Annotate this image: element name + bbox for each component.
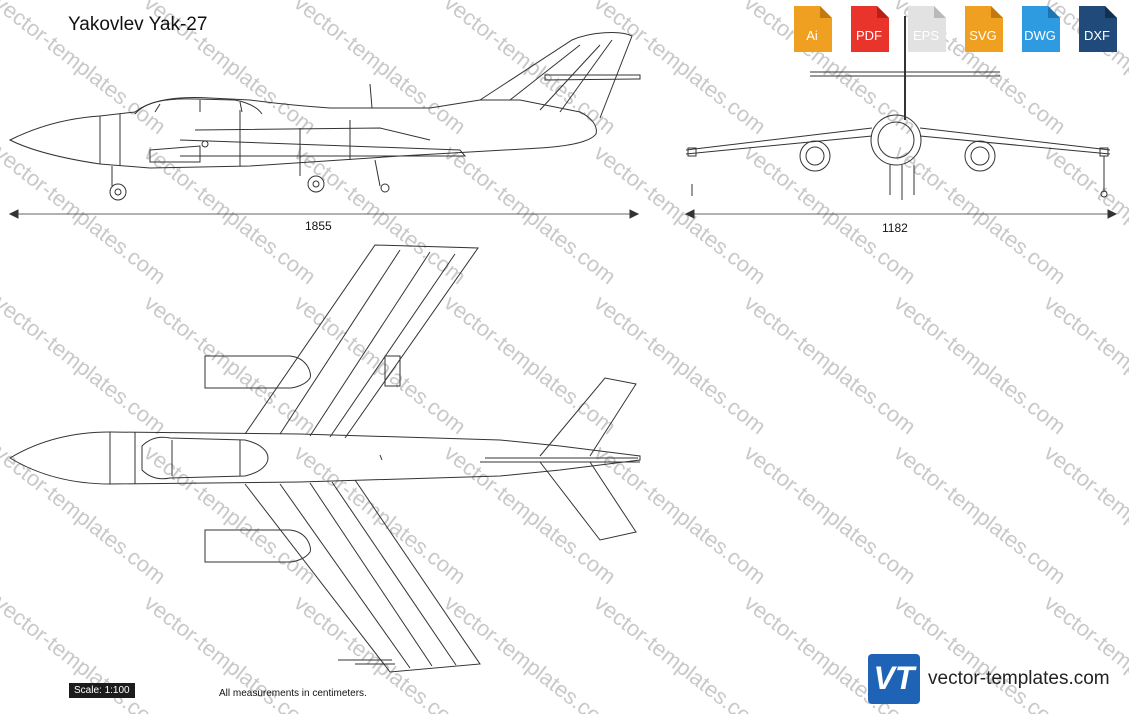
format-badge-eps[interactable]: EPS	[906, 6, 946, 52]
file-icon	[851, 6, 889, 52]
format-badge-label: PDF	[856, 28, 882, 43]
format-badge-label: SVG	[969, 28, 997, 43]
scale-label: Scale: 1:100	[69, 683, 135, 698]
side-view	[8, 32, 641, 219]
page-title: Yakovlev Yak-27	[68, 14, 208, 35]
file-icon	[965, 6, 1003, 52]
file-icon	[1022, 6, 1060, 52]
format-badge-label: Ai	[806, 28, 818, 43]
file-icon	[908, 6, 946, 52]
brand-name: vector-templates.com	[928, 668, 1110, 689]
top-view	[9, 244, 641, 673]
file-icon	[1079, 6, 1117, 52]
format-badge-ai[interactable]: Ai	[792, 6, 832, 52]
format-badge-pdf[interactable]: PDF	[849, 6, 889, 52]
format-badge-label: DXF	[1084, 28, 1110, 43]
format-badge-label: DWG	[1024, 28, 1056, 43]
measurement-note: All measurements in centimeters.	[219, 688, 367, 699]
format-badge-label: EPS	[912, 28, 939, 43]
format-badge-dxf[interactable]: DXF	[1077, 6, 1117, 52]
file-icon	[794, 6, 832, 52]
side-length-label: 1855	[305, 219, 332, 233]
brand-logo-icon: VT	[868, 654, 920, 704]
format-badge-svg[interactable]: SVG	[963, 6, 1003, 52]
front-view	[684, 16, 1118, 219]
format-badge-dwg[interactable]: DWG	[1020, 6, 1060, 52]
front-span-label: 1182	[882, 221, 908, 235]
brand-logo-text: VT	[873, 660, 915, 696]
